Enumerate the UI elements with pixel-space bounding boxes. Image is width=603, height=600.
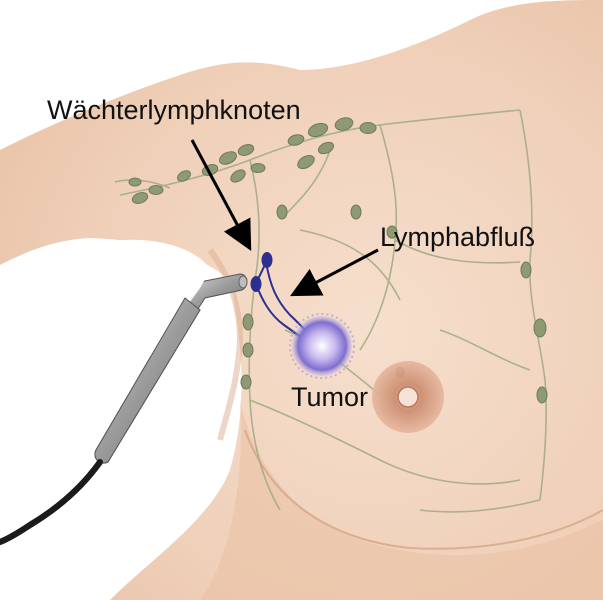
sentinel-node-lower: [250, 276, 262, 292]
label-sentinel-node: Wächterlymphknoten: [47, 95, 301, 125]
arrow-sentinel-node: [190, 139, 252, 251]
drape: [0, 239, 210, 530]
probe-cable-front: [0, 459, 103, 545]
sentinel-node-upper: [261, 252, 273, 268]
axilla-shadow: [207, 248, 244, 441]
label-lymph-flow: Lymphabfluß: [380, 222, 535, 252]
arrow-lymph-flow: [290, 248, 379, 297]
lymph-nodes: [128, 117, 548, 404]
probe-head: [238, 275, 248, 289]
tumor-outline: [289, 313, 355, 379]
lymph-vessels: [114, 109, 547, 513]
breast-underline: [244, 429, 603, 550]
label-tumor: Tumor: [291, 382, 368, 412]
breast-contour: [200, 400, 603, 600]
tumor-mass: [292, 316, 352, 376]
nipple: [397, 386, 419, 408]
